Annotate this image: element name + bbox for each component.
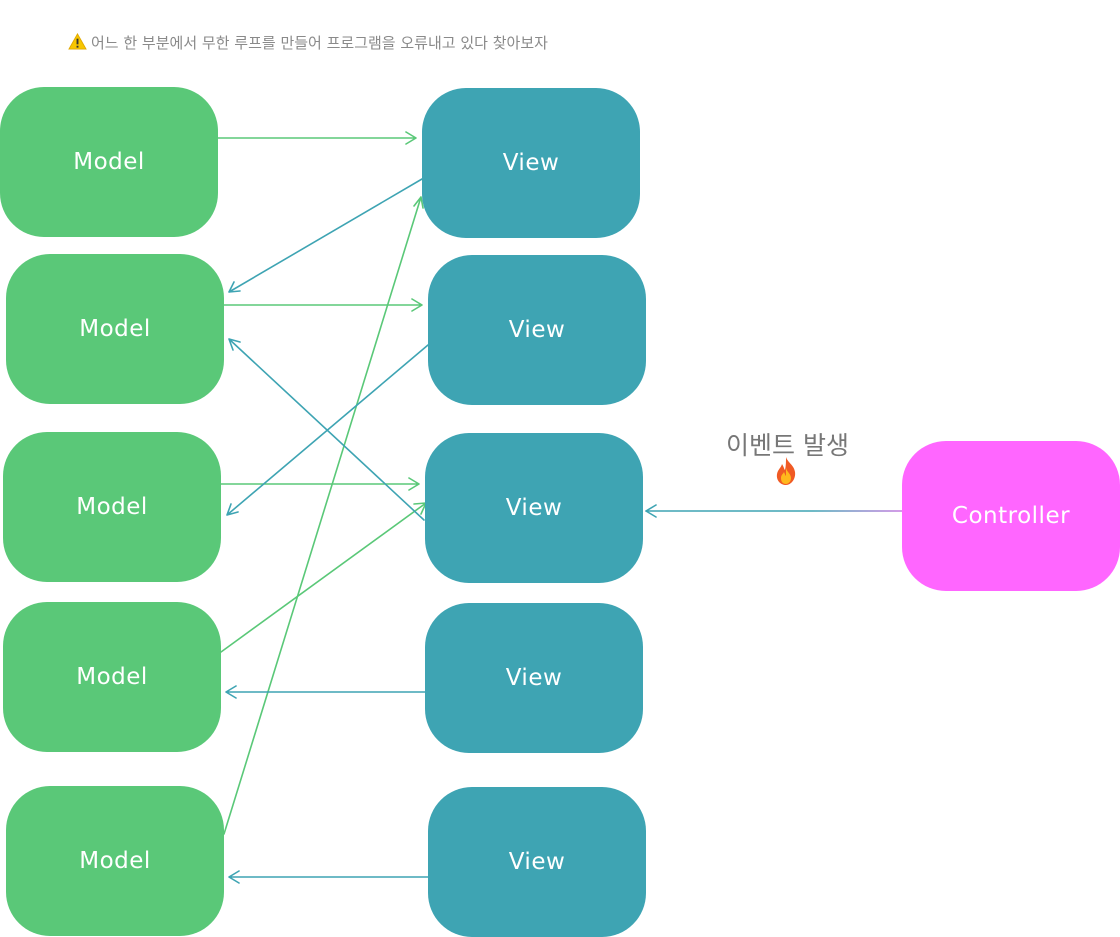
arrow-view1-to-model2 (228, 178, 423, 293)
arrow-model5-to-view1 (223, 196, 424, 835)
view-label-2: View (508, 317, 566, 343)
view-label-3: View (505, 495, 563, 521)
arrow-view2-to-model3 (226, 344, 429, 516)
model-label-3: Model (76, 494, 148, 520)
view-label-4: View (505, 665, 563, 691)
arrow-view3-to-model2 (228, 338, 425, 521)
warning-note: 어느 한 부분에서 무한 루프를 만들어 프로그램을 오류내고 있다 찾아보자 (68, 32, 548, 53)
arrow-view5-to-model5 (228, 870, 429, 884)
controller-node: Controller (902, 441, 1120, 591)
arrow-model1-to-view1 (217, 131, 417, 145)
arrow-model2-to-view2 (223, 298, 423, 312)
warning-text: 어느 한 부분에서 무한 루프를 만들어 프로그램을 오류내고 있다 찾아보자 (91, 34, 548, 52)
view-node-4: View (425, 603, 643, 753)
model-label-2: Model (79, 316, 151, 342)
fire-icon (776, 457, 796, 485)
view-label-5: View (508, 849, 566, 875)
model-node-4: Model (3, 602, 221, 752)
view-label-1: View (502, 150, 560, 176)
model-label-4: Model (76, 664, 148, 690)
warning-icon (68, 33, 87, 50)
arrow-model4-to-view3 (220, 502, 427, 653)
view-node-3: View (425, 433, 643, 583)
view-node-2: View (428, 255, 646, 405)
event-label: 이벤트 발생 (726, 431, 849, 460)
arrow-view4-to-model4 (225, 685, 426, 699)
arrow-controller-to-view3-head (645, 504, 657, 518)
model-node-1: Model (0, 87, 218, 237)
view-node-1: View (422, 88, 640, 238)
model-node-2: Model (6, 254, 224, 404)
model-label-5: Model (79, 848, 151, 874)
controller-label: Controller (951, 503, 1071, 529)
view-node-5: View (428, 787, 646, 937)
model-node-3: Model (3, 432, 221, 582)
model-label-1: Model (73, 149, 145, 175)
model-node-5: Model (6, 786, 224, 936)
